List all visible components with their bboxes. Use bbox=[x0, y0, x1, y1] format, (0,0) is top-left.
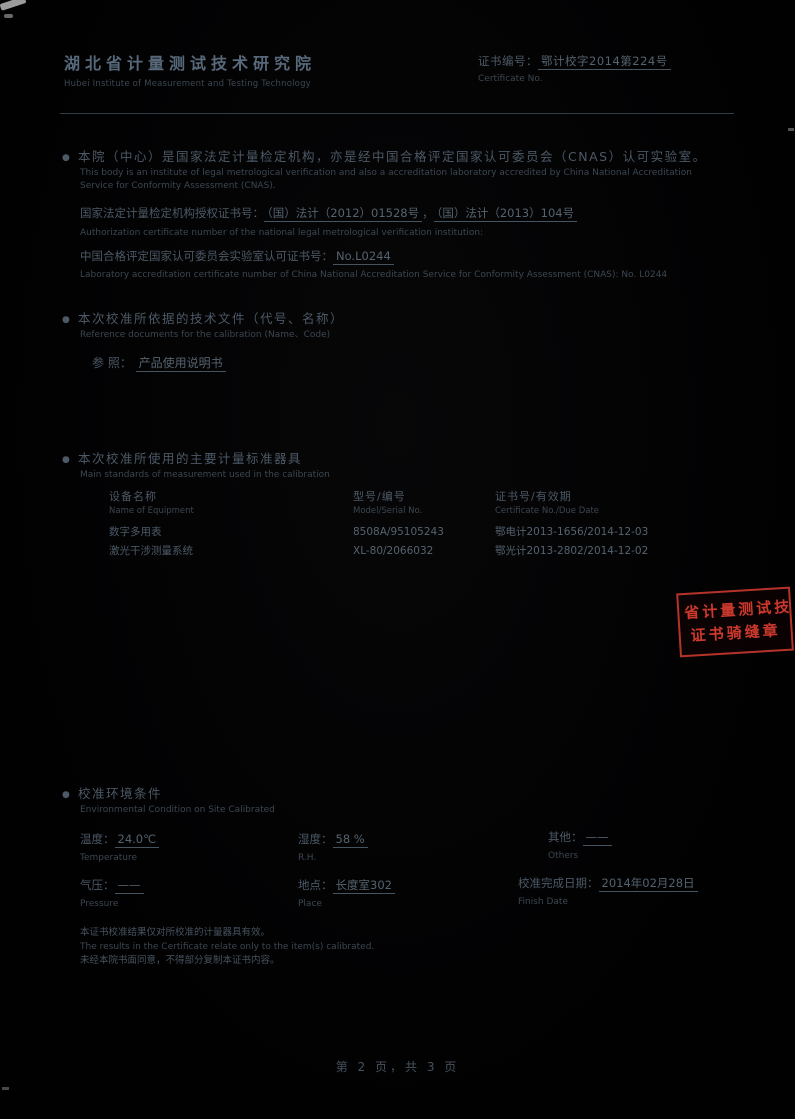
scan-artifact bbox=[0, 0, 27, 11]
bullet-icon: ● bbox=[62, 315, 72, 325]
authorization-label: 国家法定计量检定机构授权证书号： bbox=[80, 206, 264, 220]
column-header-equipment-cn: 设备名称 bbox=[109, 490, 157, 503]
cnas-en-line: Laboratory accreditation certificate num… bbox=[80, 270, 668, 280]
institute-name-cn: 湖北省计量测试技术研究院 bbox=[64, 54, 317, 73]
humidity-label: 湿度： bbox=[298, 832, 333, 846]
finish-date-label: 校准完成日期： bbox=[518, 876, 599, 890]
section-standards-title: ● 本次校准所使用的主要计量标准器具 bbox=[62, 448, 302, 467]
note-line-cn: 本证书校准结果仅对所校准的计量器具有效。 bbox=[80, 927, 271, 938]
authorization-value-2: （国）法计（2013）104号 bbox=[433, 206, 578, 222]
authorization-separator: ， bbox=[422, 206, 434, 220]
authorization-en-line: Authorization certificate number of the … bbox=[80, 228, 484, 238]
field-pressure: 气压：—— Pressure bbox=[80, 877, 144, 909]
standards-title-en: Main standards of measurement used in th… bbox=[80, 470, 330, 480]
page-number: 第 2 页，共 3 页 bbox=[335, 1060, 460, 1074]
reference-content-line: 参 照： 产品使用说明书 bbox=[92, 354, 226, 372]
reference-title-en: Reference documents for the calibration … bbox=[80, 330, 331, 340]
temperature-value: 24.0℃ bbox=[114, 832, 160, 848]
environment-title-en: Environmental Condition on Site Calibrat… bbox=[80, 805, 275, 815]
scan-artifact bbox=[4, 14, 13, 18]
table-row-equipment-name: 激光干涉测量系统 bbox=[109, 545, 193, 557]
red-certificate-stamp: 省计量测试技 证书骑缝章 bbox=[676, 586, 794, 658]
accreditation-cn-line: 本院（中心）是国家法定计量检定机构，亦是经中国合格评定国家认可委员会（CNAS）… bbox=[78, 149, 707, 164]
field-place: 地点：长度室302 Place bbox=[298, 877, 395, 909]
stamp-line-2: 证书骑缝章 bbox=[690, 621, 782, 645]
column-header-certificate-cn: 证书号/有效期 bbox=[495, 490, 572, 503]
standards-title-cn: 本次校准所使用的主要计量标准器具 bbox=[78, 451, 303, 466]
bullet-icon: ● bbox=[62, 153, 72, 163]
bullet-icon: ● bbox=[62, 790, 72, 800]
temperature-label-en: Temperature bbox=[80, 853, 138, 863]
temperature-label: 温度： bbox=[80, 832, 115, 846]
cnas-value: No.L0244 bbox=[333, 249, 394, 265]
humidity-value: 58 % bbox=[332, 832, 368, 848]
certificate-number-label: 证书编号： bbox=[478, 54, 538, 68]
table-row-certificate: 鄂电计2013-1656/2014-12-03 bbox=[495, 526, 649, 538]
column-header-certificate-en: Certificate No./Due Date bbox=[495, 506, 600, 516]
scan-artifact bbox=[788, 128, 794, 131]
table-row-certificate: 鄂光计2013-2802/2014-12-02 bbox=[495, 545, 649, 557]
cnas-certificate-line: 中国合格评定国家认可委员会实验室认可证书号：No.L0244 bbox=[80, 248, 394, 265]
header-institute: 湖北省计量测试技术研究院 Hubei Institute of Measurem… bbox=[64, 50, 316, 89]
notes-block: 本证书校准结果仅对所校准的计量器具有效。 The results in the … bbox=[80, 926, 374, 968]
others-label-en: Others bbox=[548, 851, 579, 861]
column-header-model-en: Model/Serial No. bbox=[353, 506, 423, 516]
reference-title-cn: 本次校准所依据的技术文件（代号、名称） bbox=[78, 311, 345, 326]
header-certificate-number: 证书编号：鄂计校字2014第224号 Certificate No. bbox=[478, 53, 671, 84]
certificate-number-line: 证书编号：鄂计校字2014第224号 bbox=[478, 53, 671, 70]
standards-table: 设备名称 型号/编号 证书号/有效期 Name of Equipment Mod… bbox=[95, 488, 740, 560]
note-line-cn-2: 未经本院书面同意，不得部分复制本证书内容。 bbox=[80, 955, 280, 966]
note-line-en: The results in the Certificate relate on… bbox=[80, 942, 375, 952]
others-label: 其他： bbox=[548, 830, 583, 844]
finish-date-label-en: Finish Date bbox=[518, 897, 568, 907]
place-value: 长度室302 bbox=[332, 878, 395, 894]
field-finish-date: 校准完成日期：2014年02月28日 Finish Date bbox=[518, 875, 698, 907]
place-label-en: Place bbox=[298, 899, 322, 909]
section-environment-title: ● 校准环境条件 bbox=[62, 783, 162, 802]
environment-title-cn: 校准环境条件 bbox=[78, 786, 163, 801]
accreditation-en-line: This body is an institute of legal metro… bbox=[80, 168, 692, 191]
table-row-equipment-name: 数字多用表 bbox=[109, 526, 162, 538]
reference-label: 参 照： bbox=[92, 356, 132, 370]
field-humidity: 湿度：58 % R.H. bbox=[298, 831, 368, 863]
authorization-value-1: （国）法计（2012）01528号 bbox=[264, 206, 423, 222]
certificate-number-value: 鄂计校字2014第224号 bbox=[538, 54, 671, 70]
table-row-model: XL-80/2066032 bbox=[353, 545, 434, 557]
certificate-number-label-en: Certificate No. bbox=[478, 74, 543, 84]
header-divider bbox=[60, 113, 734, 114]
section-reference-title: ● 本次校准所依据的技术文件（代号、名称） bbox=[62, 308, 344, 327]
cnas-label: 中国合格评定国家认可委员会实验室认可证书号： bbox=[80, 249, 333, 263]
section-accreditation-title: ● 本院（中心）是国家法定计量检定机构，亦是经中国合格评定国家认可委员会（CNAS… bbox=[62, 146, 707, 165]
bullet-icon: ● bbox=[62, 455, 72, 465]
pressure-label-en: Pressure bbox=[80, 899, 119, 909]
column-header-equipment-en: Name of Equipment bbox=[109, 506, 194, 516]
authorization-certificate-line: 国家法定计量检定机构授权证书号：（国）法计（2012）01528号，（国）法计（… bbox=[80, 205, 578, 222]
table-row-model: 8508A/95105243 bbox=[353, 526, 444, 538]
field-others: 其他：—— Others bbox=[548, 829, 612, 861]
humidity-label-en: R.H. bbox=[298, 853, 317, 863]
column-header-model-cn: 型号/编号 bbox=[353, 490, 406, 503]
place-label: 地点： bbox=[298, 878, 333, 892]
field-temperature: 温度：24.0℃ Temperature bbox=[80, 831, 160, 863]
scan-artifact bbox=[2, 1087, 9, 1090]
reference-value: 产品使用说明书 bbox=[135, 356, 226, 372]
institute-name-en: Hubei Institute of Measurement and Testi… bbox=[64, 79, 311, 89]
finish-date-value: 2014年02月28日 bbox=[598, 876, 698, 892]
pressure-label: 气压： bbox=[80, 878, 115, 892]
pressure-value: —— bbox=[114, 878, 144, 894]
others-value: —— bbox=[582, 830, 612, 846]
